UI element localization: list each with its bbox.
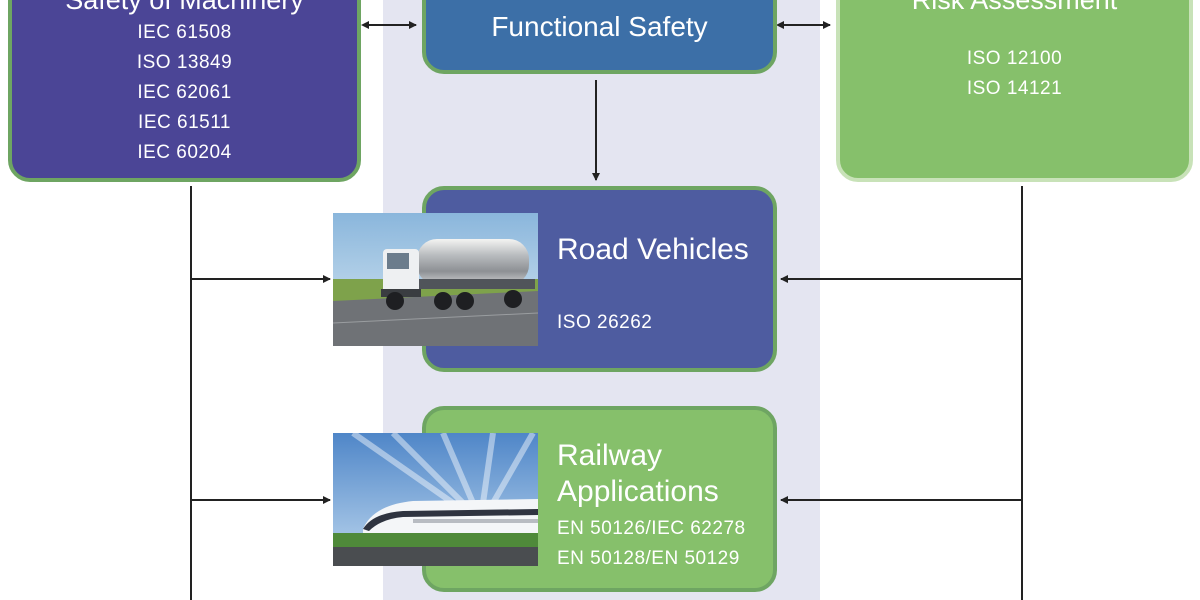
- standard-item: ISO 26262: [557, 312, 653, 333]
- risk-standards-list: ISO 12100 ISO 14121: [840, 44, 1189, 104]
- standard-item: ISO 13849: [136, 52, 233, 73]
- standard-item: ISO 14121: [966, 78, 1063, 99]
- road-standards-list: ISO 26262: [557, 308, 652, 338]
- standard-item: IEC 62061: [137, 82, 232, 103]
- high-speed-train-photo: [333, 433, 538, 566]
- standard-item: EN 50128/EN 50129: [557, 548, 740, 569]
- machinery-title: Safety of Machinery: [65, 0, 304, 15]
- railway-applications-title: Railway Applications: [557, 439, 719, 508]
- risk-assessment-box: Risk Assessment ISO 12100 ISO 14121: [836, 0, 1193, 182]
- standard-item: IEC 61511: [138, 112, 231, 133]
- standard-item: EN 50126/IEC 62278: [557, 518, 746, 539]
- risk-assessment-title: Risk Assessment: [911, 0, 1118, 15]
- safety-of-machinery-box: Safety of Machinery IEC 61508 ISO 13849 …: [8, 0, 361, 182]
- tanker-truck-photo: [333, 213, 538, 346]
- functional-safety-box: Functional Safety: [422, 0, 777, 74]
- standard-item: IEC 60204: [137, 142, 232, 163]
- road-vehicles-title: Road Vehicles: [557, 233, 749, 266]
- standard-item: IEC 61508: [137, 22, 232, 43]
- functional-safety-title: Functional Safety: [491, 11, 708, 42]
- rail-standards-list: EN 50126/IEC 62278 EN 50128/EN 50129: [557, 514, 746, 574]
- machinery-standards-list: IEC 61508 ISO 13849 IEC 62061 IEC 61511 …: [12, 18, 357, 168]
- standard-item: ISO 12100: [966, 48, 1063, 69]
